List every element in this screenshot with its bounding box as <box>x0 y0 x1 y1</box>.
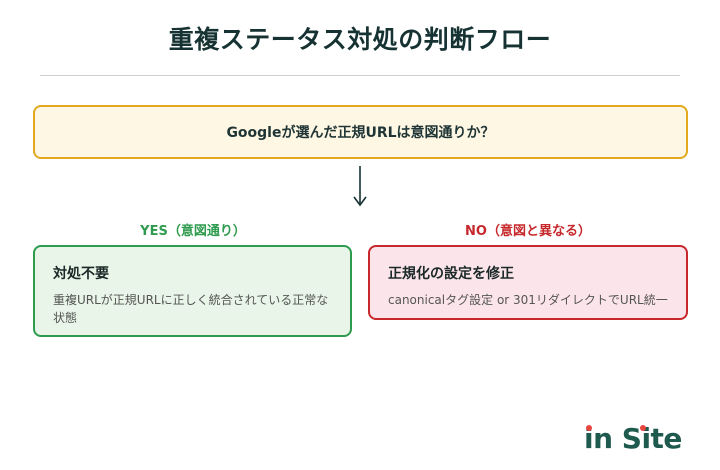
down-arrow-icon <box>353 166 367 207</box>
yes-branch-label: YES（意図通り） <box>140 224 246 239</box>
no-card-title: 正規化の設定を修正 <box>388 266 514 282</box>
yes-card-title: 対処不要 <box>53 266 109 282</box>
yes-card-description: 重複URLが正規URLに正しく統合されている正常な状態 <box>53 293 329 325</box>
question-box: Googleが選んだ正規URLは意図通りか？ <box>33 105 688 159</box>
page-title: 重複ステータス対処の判断フロー <box>168 25 552 54</box>
no-card-description: canonicalタグ設定 or 301リダイレクトでURL統一 <box>388 293 668 307</box>
question-text: Googleが選んだ正規URLは意図通りか？ <box>226 125 495 141</box>
no-result-card: 正規化の設定を修正 canonicalタグ設定 or 301リダイレクトでURL… <box>368 245 688 320</box>
yes-result-card: 対処不要 重複URLが正規URLに正しく統合されている正常な状態 <box>33 245 352 337</box>
no-branch-label: NO（意図と異なる） <box>465 224 591 239</box>
logo-dot-icon <box>586 425 592 431</box>
logo-text-site: Site <box>621 422 683 455</box>
logo-dot-icon <box>640 425 646 431</box>
divider <box>40 75 680 76</box>
insite-logo: in Site <box>584 422 682 455</box>
